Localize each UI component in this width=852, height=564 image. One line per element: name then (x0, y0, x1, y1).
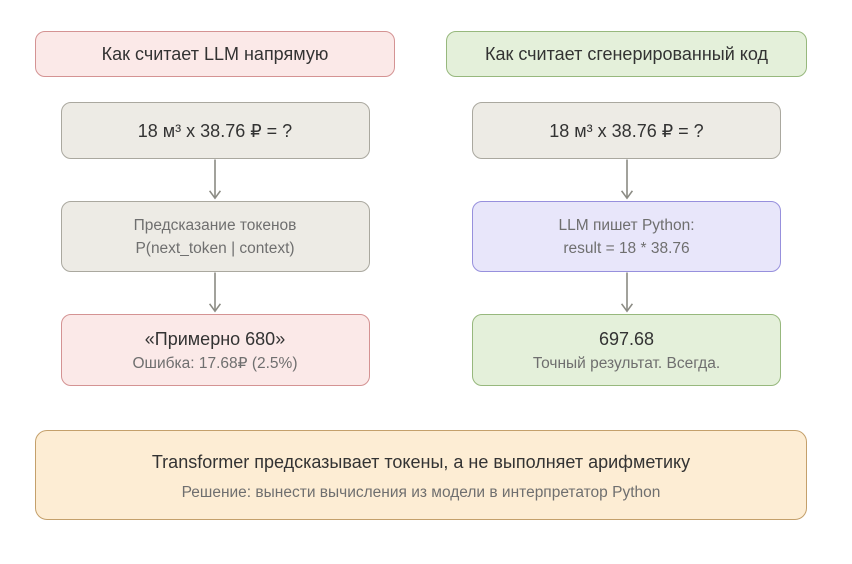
right-process-line1: LLM пишет Python: (558, 216, 695, 234)
arrow-down-icon (620, 272, 633, 313)
right-problem-text: 18 м³ x 38.76 ₽ = ? (549, 120, 704, 141)
generated-code-column: Как считает сгенерированный код 18 м³ x … (446, 31, 807, 386)
right-problem-box: 18 м³ x 38.76 ₽ = ? (472, 102, 781, 159)
left-result-line2: Ошибка: 17.68₽ (2.5%) (132, 354, 298, 372)
left-column-header: Как считает LLM напрямую (35, 31, 395, 77)
llm-direct-column: Как считает LLM напрямую 18 м³ x 38.76 ₽… (35, 31, 395, 386)
summary-banner: Transformer предсказывает токены, а не в… (35, 430, 807, 520)
left-result-box: «Примерно 680» Ошибка: 17.68₽ (2.5%) (60, 314, 370, 386)
arrow-down-icon (208, 159, 222, 200)
left-column-header-label: Как считает LLM напрямую (101, 43, 329, 64)
arrow-down-icon (620, 159, 633, 200)
left-problem-box: 18 м³ x 38.76 ₽ = ? (60, 102, 370, 159)
right-process-box: LLM пишет Python: result = 18 * 38.76 (472, 201, 781, 272)
left-process-line1: Предсказание токенов (133, 216, 297, 234)
left-result-line1: «Примерно 680» (144, 328, 286, 349)
summary-subtitle: Решение: вынести вычисления из модели в … (181, 483, 661, 501)
right-result-box: 697.68 Точный результат. Всегда. (472, 314, 781, 386)
right-column-header: Как считает сгенерированный код (446, 31, 807, 77)
right-column-header-label: Как считает сгенерированный код (485, 43, 768, 64)
summary-title: Transformer предсказывает токены, а не в… (151, 451, 691, 472)
right-result-line2: Точный результат. Всегда. (532, 354, 721, 372)
left-process-box: Предсказание токенов P(next_token | cont… (60, 201, 370, 272)
right-process-line2: result = 18 * 38.76 (563, 239, 690, 257)
right-result-line1: 697.68 (598, 328, 655, 349)
left-process-line2: P(next_token | context) (135, 239, 295, 257)
left-problem-text: 18 м³ x 38.76 ₽ = ? (137, 120, 293, 141)
arrow-down-icon (208, 272, 222, 313)
